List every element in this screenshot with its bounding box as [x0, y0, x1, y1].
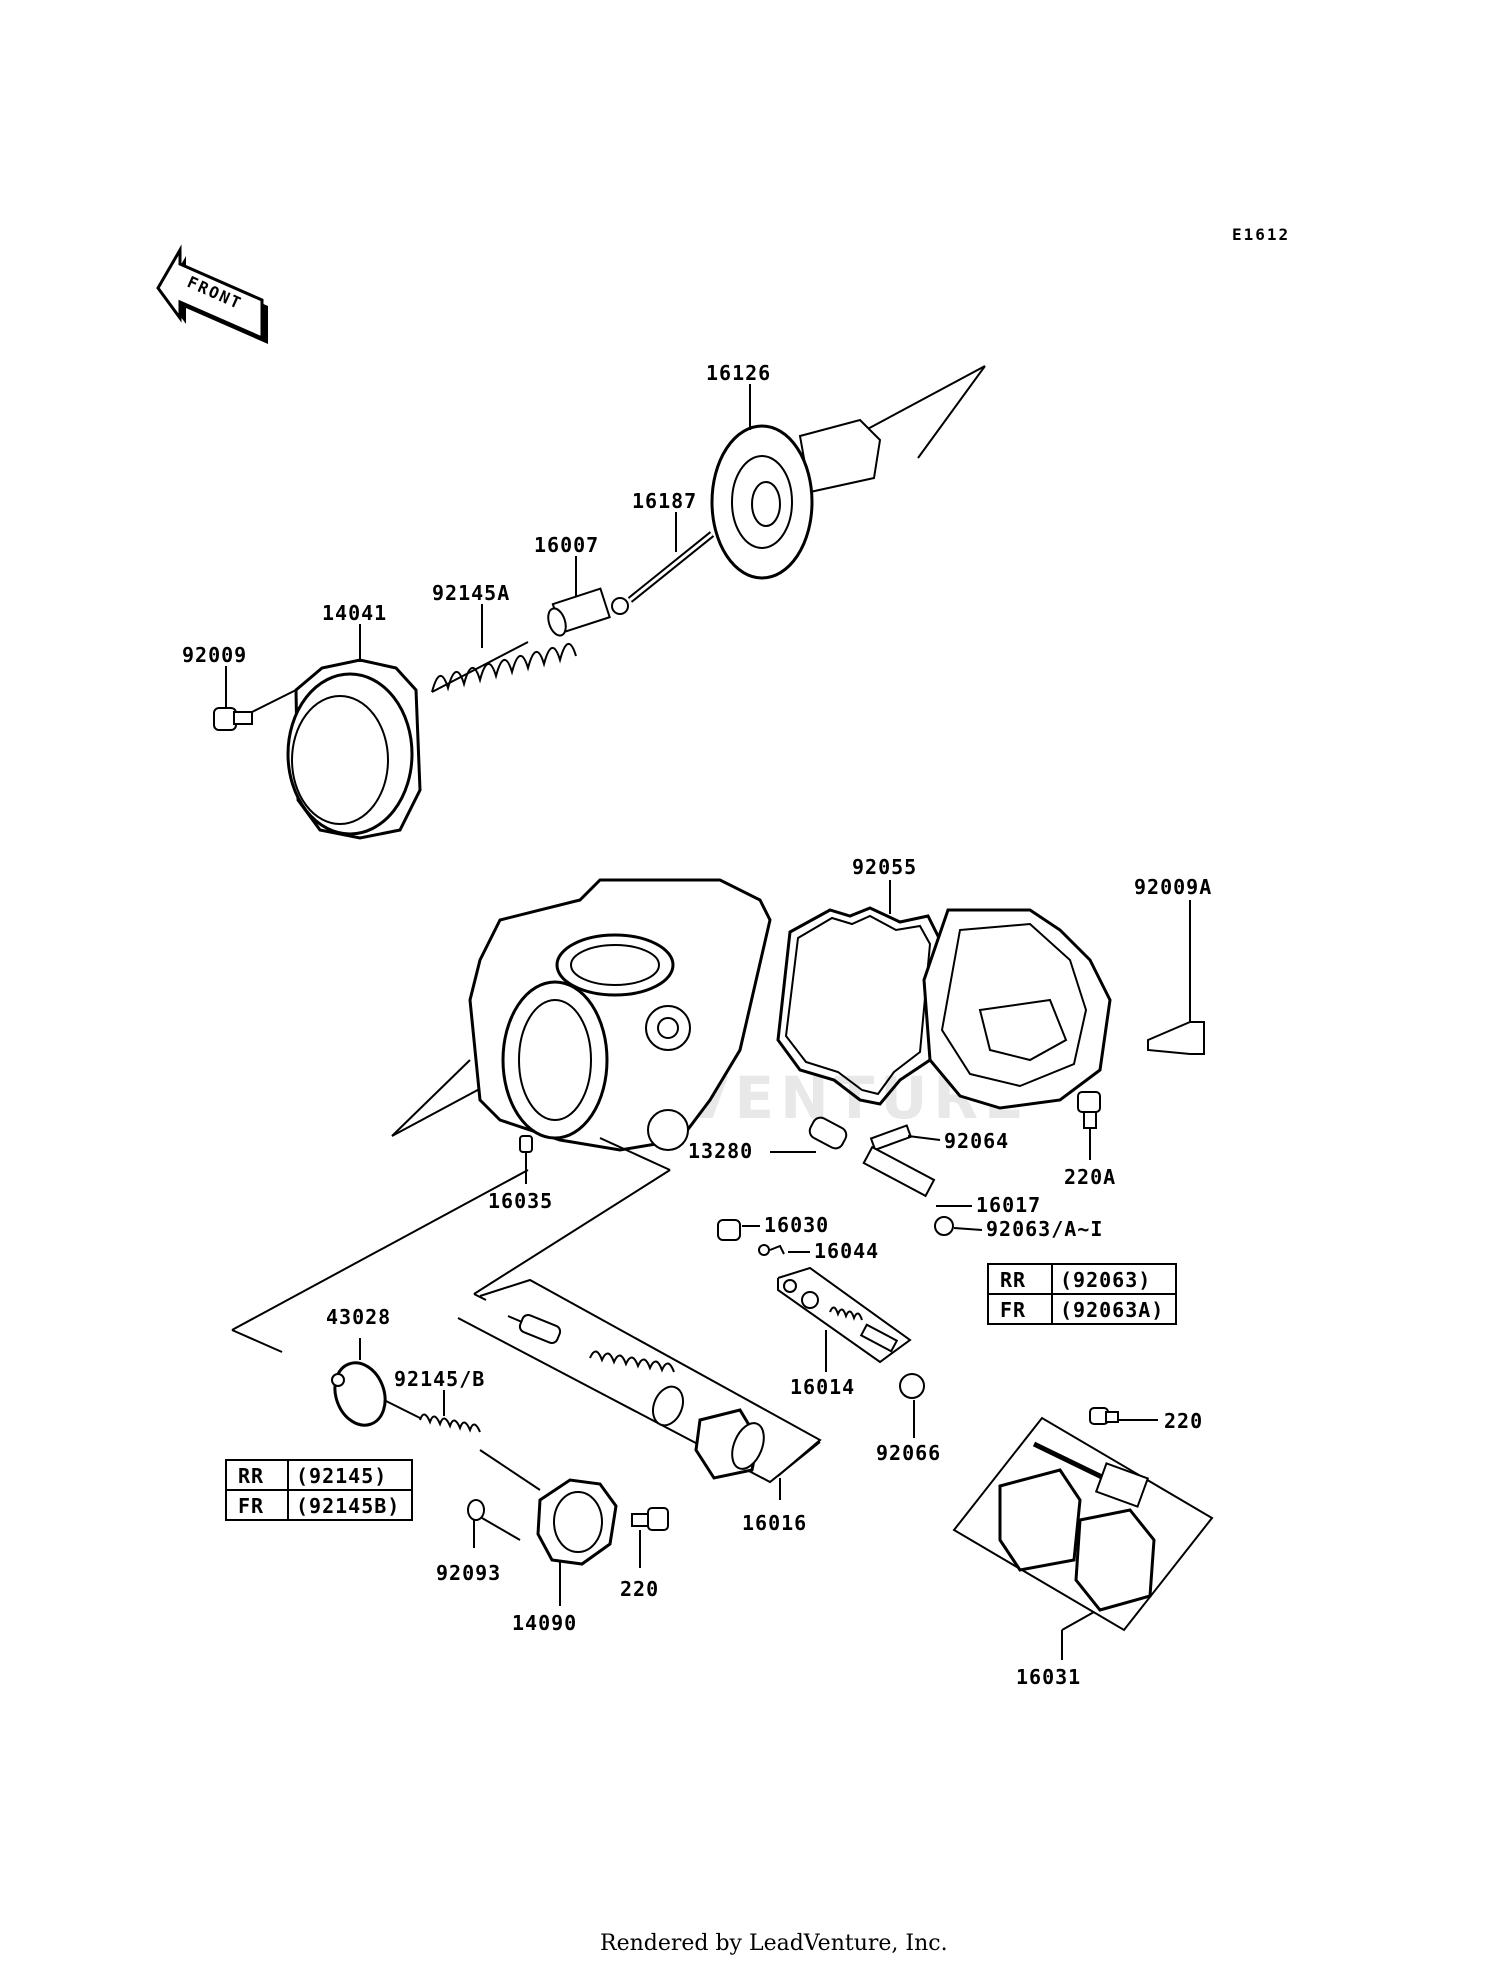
t92145-row1-pos: RR	[238, 1464, 264, 1488]
screw-220A	[1077, 1091, 1101, 1160]
callout-16187: 16187	[632, 489, 697, 513]
table-92063: RR (92063) FR (92063A)	[987, 1263, 1177, 1325]
diaphragm-43028	[331, 1338, 421, 1427]
callout-16014: 16014	[790, 1375, 855, 1399]
carburetor-body	[391, 878, 772, 1152]
callout-16007: 16007	[534, 533, 599, 557]
starter-plunger-group	[770, 1116, 983, 1236]
diaphragm-16126	[710, 365, 986, 580]
callout-16030: 16030	[764, 1213, 829, 1237]
callout-16044: 16044	[814, 1239, 879, 1263]
plug-92066	[899, 1373, 925, 1438]
float-16031	[952, 1416, 1214, 1660]
t92063-row1-pos: RR	[1000, 1268, 1026, 1292]
callout-92066: 92066	[876, 1441, 941, 1465]
jet-16030-16044	[717, 1219, 810, 1256]
diagram-code: E1612	[1232, 225, 1290, 244]
t92063-row2-part: (92063A)	[1060, 1298, 1164, 1322]
table-92145: RR (92145) FR (92145B)	[225, 1459, 413, 1521]
assembly-guide-lines	[231, 1137, 671, 1353]
callout-92055: 92055	[852, 855, 917, 879]
callout-14090: 14090	[512, 1611, 577, 1635]
t92145-row2-pos: FR	[238, 1494, 264, 1518]
screw-220-bottom	[631, 1507, 669, 1568]
callout-220A: 220A	[1064, 1165, 1116, 1189]
front-arrow-icon: FRONT	[156, 244, 268, 344]
callout-220-bottom: 220	[620, 1577, 659, 1601]
callout-13280: 13280	[688, 1139, 753, 1163]
callout-92093: 92093	[436, 1561, 501, 1585]
spring-92145A	[431, 641, 577, 693]
top-cover-14041	[286, 658, 422, 840]
callout-16126: 16126	[706, 361, 771, 385]
jet-needle-16187	[611, 531, 715, 615]
screw-220-right	[1089, 1407, 1158, 1425]
callout-92009: 92009	[182, 643, 247, 667]
callout-16016: 16016	[742, 1511, 807, 1535]
callout-92064: 92064	[944, 1129, 1009, 1153]
oring-92093	[467, 1499, 521, 1548]
needle-holder-16007	[547, 587, 611, 637]
t92145-row2-part: (92145B)	[296, 1494, 400, 1518]
t92145-row1-part: (92145)	[296, 1464, 387, 1488]
callout-16031: 16031	[1016, 1665, 1081, 1689]
callout-220-right: 220	[1164, 1409, 1203, 1433]
spring-92145B	[419, 1390, 541, 1491]
callout-16035: 16035	[488, 1189, 553, 1213]
t92063-row1-part: (92063)	[1060, 1268, 1151, 1292]
callout-92145A: 92145A	[432, 581, 510, 605]
t92063-row2-pos: FR	[1000, 1298, 1026, 1322]
cover-14090	[536, 1478, 618, 1606]
callout-92063-a-i: 92063/A~I	[986, 1217, 1103, 1241]
enclosure-16016	[457, 1278, 822, 1500]
callout-14041: 14041	[322, 601, 387, 625]
callout-16017: 16017	[976, 1193, 1041, 1217]
callout-92009A: 92009A	[1134, 875, 1212, 899]
leader-lines	[225, 384, 751, 708]
drain-screw-92009A	[1147, 900, 1205, 1055]
plug-16035	[519, 1135, 533, 1184]
callout-92145B: 92145/B	[394, 1367, 485, 1391]
footer-credit: Rendered by LeadVenture, Inc.	[600, 1931, 948, 1956]
float-chamber	[922, 908, 1112, 1110]
screw-92009	[213, 689, 297, 731]
callout-43028: 43028	[326, 1305, 391, 1329]
jet-group-16014	[777, 1266, 912, 1372]
